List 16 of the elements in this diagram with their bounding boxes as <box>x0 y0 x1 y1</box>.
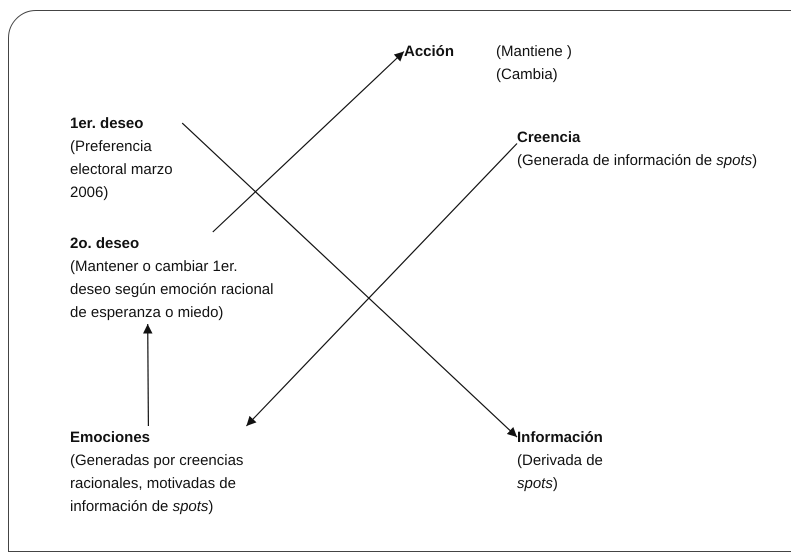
node-description: (Preferencia electoral marzo 2006) <box>70 137 174 203</box>
node-title: Creencia <box>517 128 582 148</box>
node-description: (Mantener o cambiar 1er. deseo según emoción racional de esperanza o miedo) <box>70 257 274 323</box>
node-title: 1er. deseo <box>70 114 144 134</box>
arrow <box>142 324 153 426</box>
arrow <box>212 51 404 232</box>
option-note: (Mantiene ) (Cambia) <box>496 42 573 85</box>
node-title: Información <box>517 428 604 448</box>
arrow <box>246 143 518 426</box>
node-description: (Generadas por creencias racionales, motivadas de información de spots) <box>70 451 244 517</box>
node-title: 2o. deseo <box>70 234 140 254</box>
node-description: (Derivada de spots) <box>517 451 604 494</box>
node-title: Emociones <box>70 428 152 448</box>
node-title: Acción <box>404 42 456 62</box>
arrow <box>182 122 518 438</box>
node-description: (Generada de información de spots) <box>517 151 758 171</box>
